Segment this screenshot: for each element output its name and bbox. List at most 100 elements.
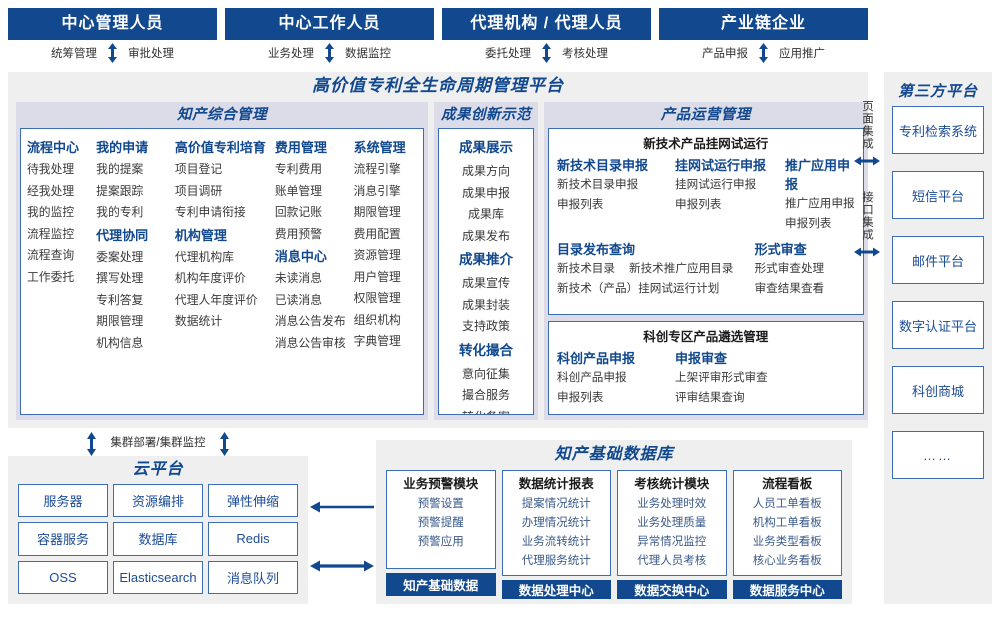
menu-item[interactable]: 申报列表 bbox=[675, 197, 722, 211]
cloud-cell-mq[interactable]: 消息队列 bbox=[208, 560, 298, 594]
menu-item[interactable]: 资源管理 bbox=[353, 248, 401, 262]
menu-item[interactable]: 成果方向 bbox=[461, 164, 510, 178]
third-party-item-ca[interactable]: 数字认证平台 bbox=[892, 301, 984, 349]
menu-item[interactable]: 转化备案 bbox=[462, 407, 510, 415]
menu-item[interactable]: 新技术目录申报 bbox=[557, 178, 639, 191]
db-item[interactable]: 预警设置 bbox=[417, 498, 464, 510]
menu-item[interactable]: 未读消息 bbox=[274, 271, 323, 285]
menu-item[interactable]: 费用预警 bbox=[274, 226, 323, 241]
menu-item[interactable]: 流程引擎 bbox=[353, 162, 401, 176]
db-item[interactable]: 人员工单看板 bbox=[752, 498, 822, 510]
menu-item[interactable]: 已读消息 bbox=[274, 292, 323, 307]
menu-item[interactable]: 申报列表 bbox=[785, 216, 832, 230]
menu-item[interactable]: 期限管理 bbox=[353, 205, 401, 219]
menu-item[interactable]: 待我处理 bbox=[27, 162, 75, 176]
menu-item[interactable]: 申报列表 bbox=[557, 390, 604, 404]
menu-item[interactable]: 审查结果查看 bbox=[754, 281, 825, 295]
db-footer-badge[interactable]: 数据服务中心 bbox=[732, 580, 842, 599]
menu-item[interactable]: 成果宣传 bbox=[461, 276, 510, 290]
menu-item[interactable]: 成果库 bbox=[467, 207, 504, 221]
menu-item[interactable]: 项目调研 bbox=[174, 183, 223, 198]
menu-item[interactable]: 数据统计 bbox=[174, 314, 223, 328]
db-item[interactable]: 机构工单看板 bbox=[752, 517, 822, 529]
menu-item[interactable]: 工作委托 bbox=[27, 269, 75, 284]
menu-item[interactable]: 经我处理 bbox=[27, 183, 75, 198]
menu-item[interactable]: 支持政策 bbox=[461, 319, 510, 333]
menu-item[interactable]: 流程查询 bbox=[27, 248, 75, 262]
db-footer-badge[interactable]: 知产基础数据 bbox=[386, 573, 496, 596]
cloud-cell-oss[interactable]: OSS bbox=[18, 560, 108, 594]
menu-item[interactable]: 机构年度评价 bbox=[174, 271, 246, 285]
db-item[interactable]: 预警提醒 bbox=[417, 517, 464, 529]
menu-item[interactable]: 用户管理 bbox=[353, 269, 401, 284]
menu-item[interactable]: 评审结果查询 bbox=[675, 390, 745, 404]
actor-title-2[interactable]: 代理机构 / 代理人员 bbox=[442, 8, 651, 40]
menu-item[interactable]: 权限管理 bbox=[353, 291, 401, 305]
menu-item[interactable]: 申报列表 bbox=[557, 197, 604, 211]
menu-item[interactable]: 我的监控 bbox=[27, 205, 75, 219]
db-footer-badge[interactable]: 数据交换中心 bbox=[617, 580, 727, 599]
actor-title-1[interactable]: 中心工作人员 bbox=[225, 8, 434, 40]
menu-item[interactable]: 上架评审形式审查 bbox=[675, 371, 768, 384]
third-party-item-sms[interactable]: 短信平台 bbox=[892, 171, 984, 219]
actor-title-0[interactable]: 中心管理人员 bbox=[8, 8, 217, 40]
menu-item[interactable]: 新技术推广应用目录 bbox=[628, 262, 734, 275]
db-item[interactable]: 预警应用 bbox=[417, 536, 464, 548]
menu-item[interactable]: 账单管理 bbox=[274, 183, 323, 198]
menu-item[interactable]: 字典管理 bbox=[353, 334, 401, 348]
db-item[interactable]: 业务类型看板 bbox=[752, 536, 822, 548]
db-item[interactable]: 业务处理时效 bbox=[637, 498, 707, 510]
cloud-cell-autoscale[interactable]: 弹性伸缩 bbox=[208, 484, 298, 518]
menu-item[interactable]: 消息公告审核 bbox=[274, 335, 346, 350]
db-item[interactable]: 代理服务统计 bbox=[521, 555, 591, 567]
menu-item[interactable]: 成果发布 bbox=[461, 228, 510, 243]
menu-item[interactable]: 成果申报 bbox=[461, 185, 510, 200]
menu-item[interactable]: 机构信息 bbox=[96, 335, 144, 350]
db-item[interactable]: 代理人员考核 bbox=[637, 555, 707, 567]
menu-item[interactable]: 科创产品申报 bbox=[557, 371, 627, 384]
menu-item[interactable]: 意向征集 bbox=[461, 366, 510, 381]
db-item[interactable]: 业务流转统计 bbox=[521, 536, 591, 548]
menu-item[interactable]: 组织机构 bbox=[353, 312, 401, 327]
third-party-item-more[interactable]: …… bbox=[892, 431, 984, 479]
menu-item[interactable]: 消息引擎 bbox=[353, 183, 401, 198]
menu-item[interactable]: 委案处理 bbox=[96, 249, 144, 264]
db-item[interactable]: 异常情况监控 bbox=[637, 536, 707, 548]
menu-item[interactable]: 流程监控 bbox=[27, 226, 75, 241]
menu-item[interactable]: 我的提案 bbox=[96, 162, 144, 176]
db-item[interactable]: 业务处理质量 bbox=[637, 517, 707, 529]
menu-item[interactable]: 成果封装 bbox=[461, 297, 510, 312]
menu-item[interactable]: 项目登记 bbox=[174, 162, 223, 176]
menu-item[interactable]: 代理机构库 bbox=[174, 249, 234, 264]
menu-item[interactable]: 撮合服务 bbox=[461, 388, 510, 402]
cloud-cell-elasticsearch[interactable]: Elasticsearch bbox=[113, 560, 203, 594]
menu-item[interactable]: 形式审查处理 bbox=[754, 262, 825, 275]
third-party-item-email[interactable]: 邮件平台 bbox=[892, 236, 984, 284]
menu-item[interactable]: 新技术目录 bbox=[557, 262, 615, 275]
menu-item[interactable]: 挂网试运行申报 bbox=[675, 178, 757, 191]
menu-item[interactable]: 我的专利 bbox=[96, 205, 144, 219]
menu-item[interactable]: 推广应用申报 bbox=[785, 197, 855, 210]
menu-item[interactable]: 专利申请衔接 bbox=[174, 205, 246, 219]
db-item[interactable]: 提案情况统计 bbox=[521, 498, 591, 510]
menu-item[interactable]: 费用配置 bbox=[353, 226, 401, 241]
cloud-cell-database[interactable]: 数据库 bbox=[113, 522, 203, 556]
menu-item[interactable]: 期限管理 bbox=[96, 314, 144, 328]
menu-item[interactable]: 专利答复 bbox=[96, 292, 144, 307]
third-party-item-patent-search[interactable]: 专利检索系统 bbox=[892, 106, 984, 154]
cloud-cell-orchestration[interactable]: 资源编排 bbox=[113, 484, 203, 518]
cloud-cell-container[interactable]: 容器服务 bbox=[18, 522, 108, 556]
actor-title-3[interactable]: 产业链企业 bbox=[659, 8, 868, 40]
db-item[interactable]: 办理情况统计 bbox=[521, 517, 591, 529]
menu-item[interactable]: 回款记账 bbox=[274, 205, 323, 219]
cloud-cell-server[interactable]: 服务器 bbox=[18, 484, 108, 518]
cloud-cell-redis[interactable]: Redis bbox=[208, 522, 298, 556]
menu-item[interactable]: 新技术（产品）挂网试运行计划 bbox=[557, 281, 720, 295]
menu-item[interactable]: 代理人年度评价 bbox=[174, 292, 258, 307]
db-item[interactable]: 核心业务看板 bbox=[752, 555, 822, 567]
menu-item[interactable]: 专利费用 bbox=[274, 162, 323, 176]
db-footer-badge[interactable]: 数据处理中心 bbox=[501, 580, 611, 599]
menu-item[interactable]: 消息公告发布 bbox=[274, 314, 346, 328]
menu-item[interactable]: 提案跟踪 bbox=[96, 183, 144, 198]
third-party-item-mall[interactable]: 科创商城 bbox=[892, 366, 984, 414]
